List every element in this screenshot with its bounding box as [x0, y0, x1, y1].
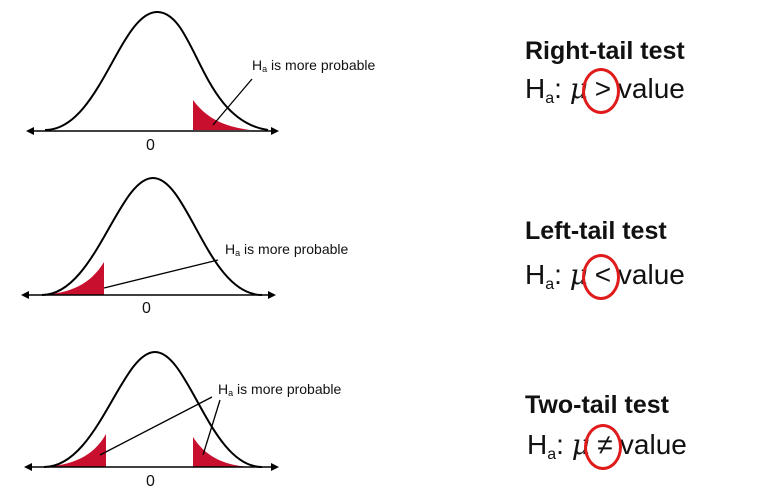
- hyp-sub: a: [545, 276, 555, 293]
- annotation-h: H: [225, 241, 236, 257]
- annotation-sub: a: [262, 64, 268, 74]
- operator-circled: ≠: [583, 424, 622, 470]
- hyp-value: value: [619, 429, 687, 460]
- hyp-symbol: H: [527, 429, 548, 460]
- panel-left-tail-curve: [21, 176, 276, 299]
- annotation-h: H: [218, 381, 229, 397]
- hyp-colon: :: [554, 259, 562, 290]
- annotation-label: Ha is more probable: [252, 57, 375, 74]
- hyp-colon: :: [554, 73, 562, 104]
- annotation-label: Ha is more probable: [225, 241, 348, 258]
- zero-label: 0: [146, 473, 155, 490]
- panel-two-tail-curve: [24, 350, 279, 471]
- panel-right-tail-curve: [26, 10, 279, 135]
- right-tail-shaded-region: [193, 437, 250, 467]
- zero-label: 0: [142, 300, 151, 317]
- bell-curve: [41, 176, 263, 296]
- hyp-sub: a: [547, 446, 557, 463]
- hyp-colon: :: [556, 429, 564, 460]
- annotation-text: is more probable: [240, 241, 349, 257]
- test-title: Two-tail test: [525, 391, 669, 419]
- left-tail-shaded-region: [42, 262, 104, 295]
- annotation-text: is more probable: [233, 381, 342, 397]
- annotation-pointer: [212, 78, 253, 126]
- zero-label: 0: [146, 137, 155, 154]
- bell-curve: [43, 350, 263, 468]
- left-tail-shaded-region: [44, 434, 106, 467]
- annotation-sub: a: [235, 248, 241, 258]
- right-tail-shaded-region: [193, 100, 250, 130]
- bell-curve: [44, 10, 269, 131]
- hyp-symbol: H: [525, 259, 546, 290]
- annotation-pointer-left: [99, 396, 213, 456]
- annotation-sub: a: [228, 388, 234, 398]
- hyp-symbol: H: [525, 73, 546, 104]
- annotation-text: is more probable: [267, 57, 376, 73]
- annotation-pointer-right: [202, 399, 221, 456]
- annotation-label: Ha is more probable: [218, 381, 341, 398]
- operator-circled: >: [581, 68, 620, 114]
- alternative-hypothesis: Ha: μ<value: [525, 254, 685, 300]
- annotation-pointer: [103, 259, 219, 289]
- hyp-sub: a: [545, 90, 555, 107]
- test-title: Left-tail test: [525, 217, 667, 245]
- test-title: Right-tail test: [525, 37, 685, 65]
- hyp-value: value: [617, 259, 685, 290]
- alternative-hypothesis: Ha: μ≠value: [527, 424, 687, 470]
- alternative-hypothesis: Ha: μ>value: [525, 68, 685, 114]
- operator-circled: <: [581, 254, 620, 300]
- hyp-value: value: [617, 73, 685, 104]
- annotation-h: H: [252, 57, 263, 73]
